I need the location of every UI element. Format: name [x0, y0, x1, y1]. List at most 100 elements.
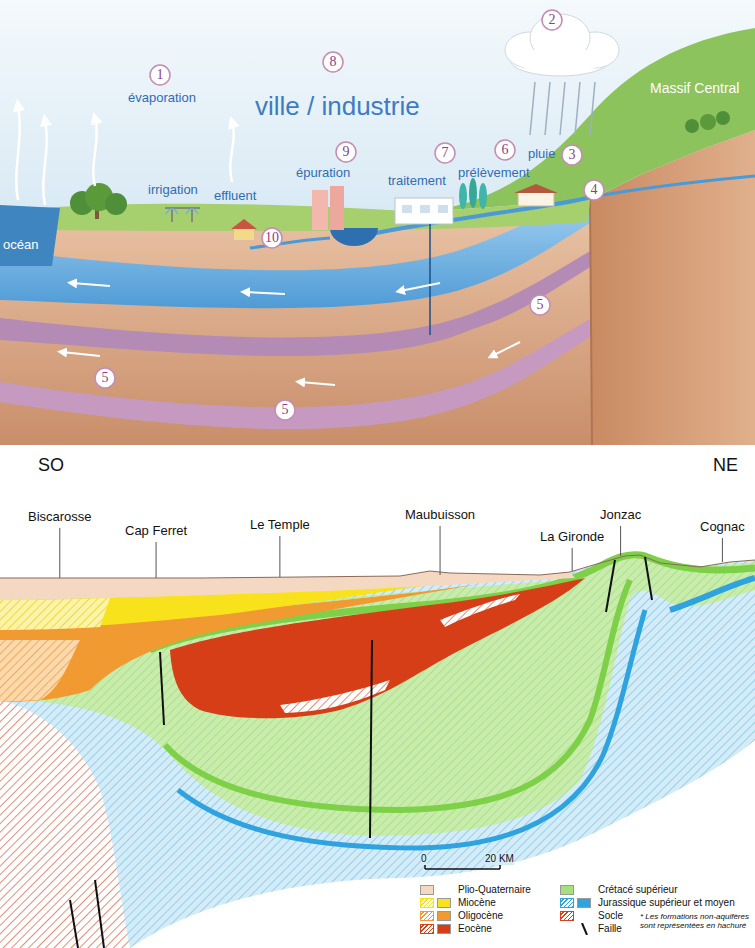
callout-circle [262, 228, 282, 248]
treatment-plant [395, 198, 453, 224]
legend-text: Crétacé supérieur [598, 884, 677, 896]
trees [105, 193, 127, 215]
callout-circle [542, 10, 562, 30]
callout-circle [336, 142, 356, 162]
river [592, 176, 755, 197]
city-towers [330, 186, 344, 230]
rain [590, 82, 595, 135]
rain [530, 82, 595, 135]
process-label: effluent [214, 189, 256, 204]
flow-arrows [492, 342, 520, 356]
trees [685, 119, 699, 133]
massif-hill [420, 28, 755, 212]
legend-swatch [420, 885, 434, 895]
flow-arrows [72, 283, 110, 286]
flow-arrows [300, 382, 335, 385]
city-towers [312, 186, 344, 230]
irrigation-sprinkler [165, 207, 200, 209]
fault-line [70, 900, 78, 948]
callout-text: 5 [537, 298, 544, 312]
legend-swatch [577, 898, 591, 908]
callout-text: 1 [157, 68, 164, 82]
region-label: océan [3, 238, 38, 253]
treatment-plant [402, 205, 412, 213]
location-tick [440, 526, 441, 575]
legend-text: Eocène [458, 923, 492, 935]
deep-aquifer-band [0, 250, 592, 356]
farmhouse [514, 184, 558, 193]
location-tick [59, 528, 60, 578]
farmhouse [518, 192, 554, 206]
callout-circle [95, 368, 115, 388]
plio-quaternary-layer [0, 571, 575, 600]
callout-circle [150, 65, 170, 85]
callout-circle [584, 180, 604, 200]
callout-number: 5 [529, 294, 551, 316]
region-label: Massif Central [650, 80, 739, 96]
legend-text: Faille [598, 923, 622, 935]
fault-line [70, 557, 652, 948]
legend-row: Eocène [420, 923, 610, 935]
callout-circle [530, 295, 550, 315]
irrigation-sprinkler [171, 208, 173, 222]
ocean [0, 205, 60, 266]
callout-text: 9 [343, 145, 350, 159]
evaporation-arrows [16, 105, 19, 200]
callout-circle [323, 52, 343, 72]
flow-arrows [245, 292, 285, 294]
process-label: pluie [528, 147, 555, 162]
legend-row: Plio-Quaternaire [420, 884, 610, 896]
callout-text: 5 [102, 371, 109, 385]
place-label: Cognac [700, 520, 745, 535]
legend-text: Miocène [458, 897, 496, 909]
trees [700, 114, 716, 130]
location-tick [722, 538, 723, 562]
sky [0, 0, 755, 445]
cypress-trees [479, 183, 487, 209]
fault-line [95, 880, 104, 948]
scale-bar [425, 868, 500, 870]
flow-arrows [62, 352, 100, 356]
callout-text: 5 [282, 403, 289, 417]
well-pipe [429, 224, 431, 335]
rain [575, 82, 580, 135]
pond [330, 228, 378, 246]
treatment-plant [438, 205, 448, 213]
place-label: Biscarosse [28, 510, 92, 525]
process-label: irrigation [148, 183, 198, 198]
cretaceous-layer [0, 555, 755, 836]
callout-text: 2 [549, 13, 556, 27]
legend-row: Faille [560, 923, 750, 935]
callout-number: 3 [561, 144, 583, 166]
water-cycle-scene [0, 0, 755, 445]
legend-text: Socle [598, 910, 623, 922]
house [234, 228, 254, 240]
callout-number: 1 [149, 64, 171, 86]
legend-text: Oligocène [458, 910, 503, 922]
heading-label: ville / industrie [255, 92, 420, 122]
callout-text: 8 [330, 55, 337, 69]
place-label: La Gironde [540, 530, 604, 545]
basement-socle [0, 700, 130, 948]
legend-hatch-swatch [420, 924, 434, 934]
location-tick [156, 542, 157, 578]
geological-section [0, 526, 755, 948]
oligocene-nonaquifer [0, 640, 80, 702]
flow-arrows [400, 283, 440, 291]
evaporation-arrows [230, 122, 233, 182]
flow-arrows [62, 283, 520, 385]
callout-number: 9 [335, 141, 357, 163]
legend-swatch [560, 885, 574, 895]
topographic-surface [0, 555, 755, 578]
legend-swatch [437, 898, 451, 908]
legend-swatch [437, 924, 451, 934]
irrigation-sprinkler [165, 208, 200, 222]
rain [530, 82, 535, 135]
callout-number: 5 [94, 367, 116, 389]
city-towers [312, 190, 328, 230]
location-tick [620, 526, 621, 556]
legend-row: Socle [560, 910, 750, 922]
callout-number: 4 [583, 179, 605, 201]
